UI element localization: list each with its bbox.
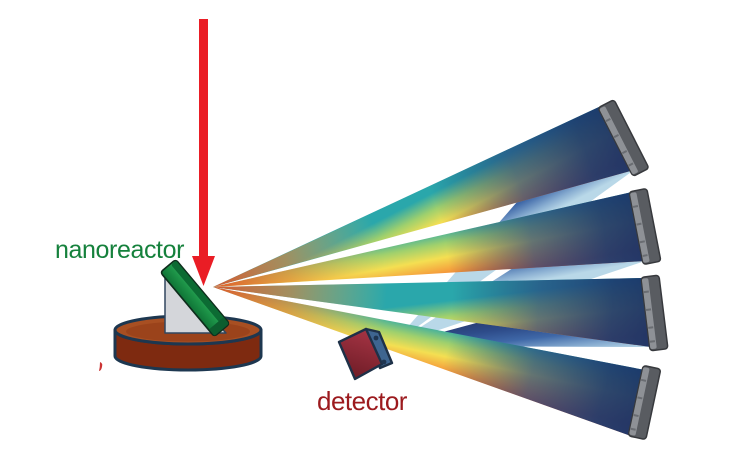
detector-box xyxy=(337,327,394,381)
detector-front-face xyxy=(337,327,384,381)
diverging-beam-1 xyxy=(213,106,634,287)
detector-screw-top xyxy=(373,335,379,341)
mirror-3 xyxy=(640,274,669,352)
stray-red-mark xyxy=(99,362,103,371)
mirror-4 xyxy=(628,365,661,440)
detector-label: detector xyxy=(317,386,407,416)
nanoreactor-label: nanoreactor xyxy=(55,236,185,264)
incident-beam-arrow xyxy=(192,19,215,286)
diverging-beam-2 xyxy=(213,192,645,287)
detector-screw-bottom xyxy=(381,359,387,365)
mirror-2 xyxy=(628,188,662,265)
diverging-beam-3 xyxy=(213,278,651,347)
mirror-1 xyxy=(598,99,649,177)
nanoreactor-sample xyxy=(160,259,230,337)
